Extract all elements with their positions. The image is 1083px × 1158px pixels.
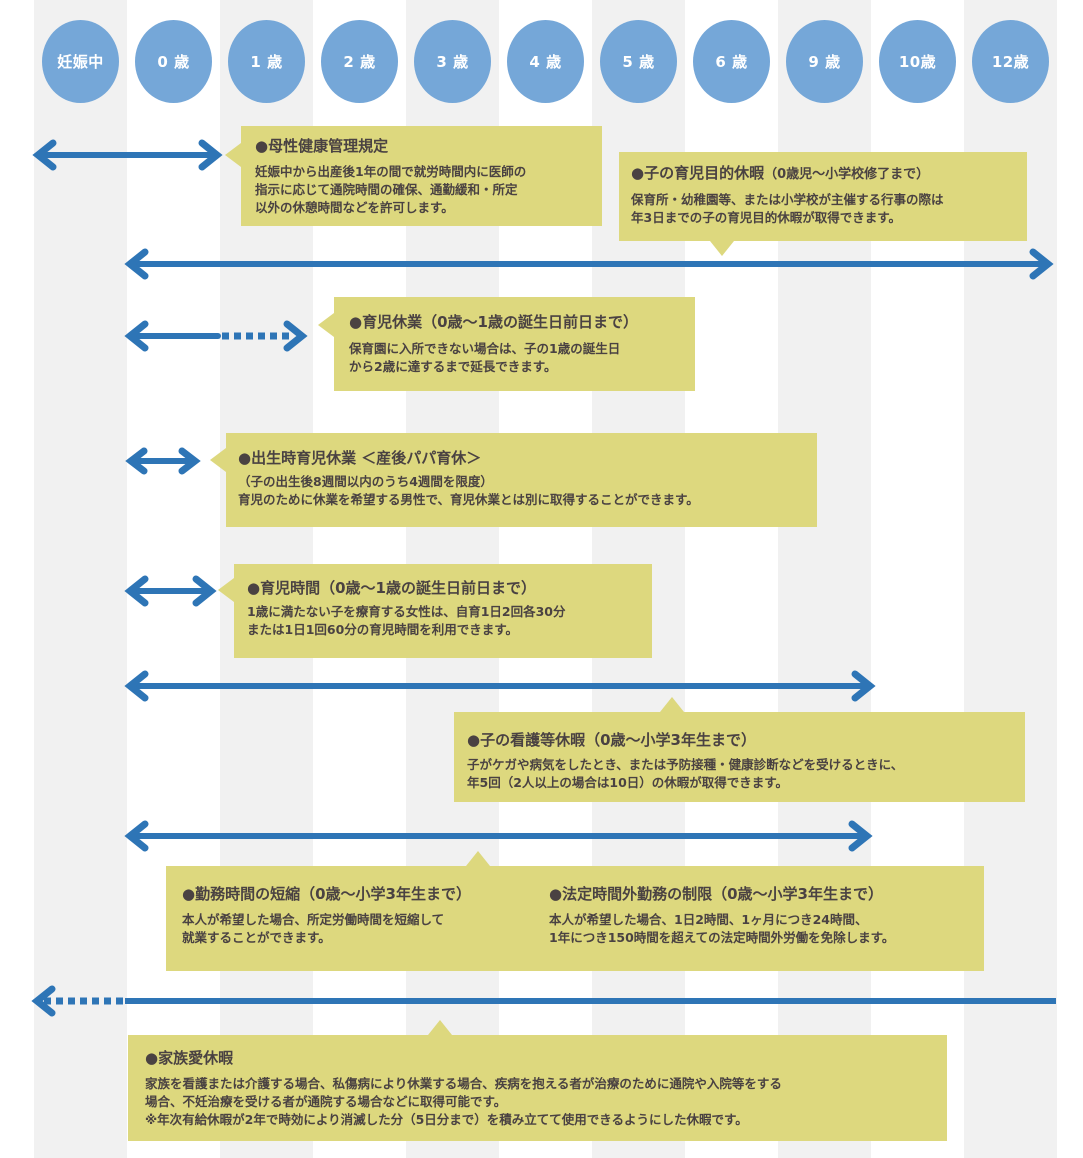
timeline-column: 妊娠中 bbox=[34, 0, 127, 1158]
timeline-column: 4 歳 bbox=[499, 0, 592, 1158]
postnatal-paternity-leave-callout: ●出生時育児休業 ＜産後パパ育休＞ （子の出生後8週間以内のうち4週間を限度） … bbox=[210, 433, 817, 527]
callout-title: ●子の看護等休暇（0歳〜小学3年生まで） bbox=[467, 731, 756, 749]
timeline-column: 0 歳 bbox=[127, 0, 220, 1158]
callout-title: ●子の育児目的休暇（0歳児〜小学校修了まで） bbox=[631, 163, 1015, 185]
callout-text-line: 保育所・幼稚園等、または小学校が主催する行事の際は bbox=[631, 192, 944, 207]
callout-pointer bbox=[225, 143, 241, 167]
stage-circle: 1 歳 bbox=[228, 20, 305, 103]
callout-title: ●家族愛休暇 bbox=[145, 1049, 234, 1067]
callout-text-line: 以外の休憩時間などを許可します。 bbox=[255, 200, 454, 215]
callout-text-line: 家族を看護または介護する場合、私傷病により休業する場合、疾病を抱える者が治療のた… bbox=[145, 1076, 782, 1091]
callout-pointer bbox=[710, 241, 734, 256]
stage-circle: 9 歳 bbox=[786, 20, 863, 103]
callout-text-line: 1歳に満たない子を療育する女性は、自育1日2回各30分 bbox=[247, 604, 566, 619]
callout-pointer bbox=[210, 448, 226, 472]
callout-text-line: 妊娠中から出産後1年の間で就労時間内に医師の bbox=[255, 164, 527, 179]
callout-text-line: または1日1回60分の育児時間を利用できます。 bbox=[247, 622, 519, 637]
timeline-column: 10歳 bbox=[871, 0, 964, 1158]
stage-circle: 5 歳 bbox=[600, 20, 677, 103]
stage-circle: 4 歳 bbox=[507, 20, 584, 103]
callout-text-line: （子の出生後8週間以内のうち4週間を限度） bbox=[238, 474, 493, 489]
stage-circle: 0 歳 bbox=[135, 20, 212, 103]
callout-text-line: ※年次有給休暇が2年で時効により消滅した分（5日分まで）を積み立てて使用できるよ… bbox=[145, 1112, 748, 1127]
callout-title: ●法定時間外勤務の制限（0歳〜小学3年生まで） bbox=[549, 885, 883, 903]
family-leave-callout: ●家族愛休暇 家族を看護または介護する場合、私傷病により休業する場合、疾病を抱え… bbox=[128, 1020, 947, 1141]
callout-text-line: 年5回（2人以上の場合は10日）の休暇が取得できます。 bbox=[467, 775, 789, 790]
callout-text-line: から2歳に達するまで延長できます。 bbox=[349, 359, 557, 374]
reduced-hours-overtime-callout: ●勤務時間の短縮（0歳〜小学3年生まで） 本人が希望した場合、所定労働時間を短縮… bbox=[166, 851, 984, 971]
callout-pointer bbox=[318, 313, 334, 337]
callout-pointer bbox=[218, 578, 234, 602]
stage-circle: 12歳 bbox=[972, 20, 1049, 103]
callout-title: ●育児休業（0歳〜1歳の誕生日前日まで） bbox=[349, 313, 638, 331]
childcare-purpose-leave-callout: ●子の育児目的休暇（0歳児〜小学校修了まで） 保育所・幼稚園等、または小学校が主… bbox=[619, 152, 1027, 256]
callout-text-line: 年3日までの子の育児目的休暇が取得できます。 bbox=[631, 210, 901, 225]
stage-circle: 2 歳 bbox=[321, 20, 398, 103]
callout-text-line: 育児のために休業を希望する男性で、育児休業とは別に取得することができます。 bbox=[238, 492, 699, 507]
callout-title-main: ●子の育児目的休暇 bbox=[631, 164, 765, 182]
callout-pointer bbox=[660, 697, 684, 712]
stage-circle: 妊娠中 bbox=[42, 20, 119, 103]
stage-circle: 6 歳 bbox=[693, 20, 770, 103]
callout-title: ●母性健康管理規定 bbox=[255, 137, 389, 155]
callout-text-line: 本人が希望した場合、1日2時間、1ヶ月につき24時間、 bbox=[549, 912, 868, 927]
callout-text-line: 就業することができます。 bbox=[182, 930, 331, 945]
maternal-health-callout: ●母性健康管理規定 妊娠中から出産後1年の間で就労時間内に医師の 指示に応じて通… bbox=[225, 126, 602, 226]
overtime-limit-section: ●法定時間外勤務の制限（0歳〜小学3年生まで） 本人が希望した場合、1日2時間、… bbox=[549, 884, 894, 947]
callout-title-note: （0歳児〜小学校修了まで） bbox=[764, 167, 930, 182]
callout-text-line: 場合、不妊治療を受ける者が通院する場合などに取得可能です。 bbox=[145, 1094, 507, 1109]
reduced-hours-section: ●勤務時間の短縮（0歳〜小学3年生まで） 本人が希望した場合、所定労働時間を短縮… bbox=[182, 884, 471, 947]
callout-pointer bbox=[428, 1020, 452, 1035]
callout-text-line: 子がケガや病気をしたとき、または予防接種・健康診断などを受けるときに、 bbox=[467, 757, 904, 772]
callout-text-line: 本人が希望した場合、所定労働時間を短縮して bbox=[182, 912, 445, 927]
timeline-column: 6 歳 bbox=[685, 0, 778, 1158]
callout-title: ●育児時間（0歳〜1歳の誕生日前日まで） bbox=[247, 579, 536, 597]
callout-text-line: 1年につき150時間を超えての法定時間外労働を免除します。 bbox=[549, 930, 895, 945]
childcare-leave-callout: ●育児休業（0歳〜1歳の誕生日前日まで） 保育園に入所できない場合は、子の1歳の… bbox=[318, 297, 695, 391]
callout-text-line: 指示に応じて通院時間の確保、通勤緩和・所定 bbox=[255, 182, 518, 197]
callout-pointer bbox=[466, 851, 490, 866]
callout-text-line: 保育園に入所できない場合は、子の1歳の誕生日 bbox=[349, 341, 621, 356]
nursing-time-callout: ●育児時間（0歳〜1歳の誕生日前日まで） 1歳に満たない子を療育する女性は、自育… bbox=[218, 564, 652, 658]
stage-circle: 10歳 bbox=[879, 20, 956, 103]
sick-child-leave-callout: ●子の看護等休暇（0歳〜小学3年生まで） 子がケガや病気をしたとき、または予防接… bbox=[454, 697, 1025, 802]
stage-circle: 3 歳 bbox=[414, 20, 491, 103]
timeline-column: 2 歳 bbox=[313, 0, 406, 1158]
callout-title: ●勤務時間の短縮（0歳〜小学3年生まで） bbox=[182, 885, 471, 903]
callout-title: ●出生時育児休業 ＜産後パパ育休＞ bbox=[238, 449, 482, 467]
